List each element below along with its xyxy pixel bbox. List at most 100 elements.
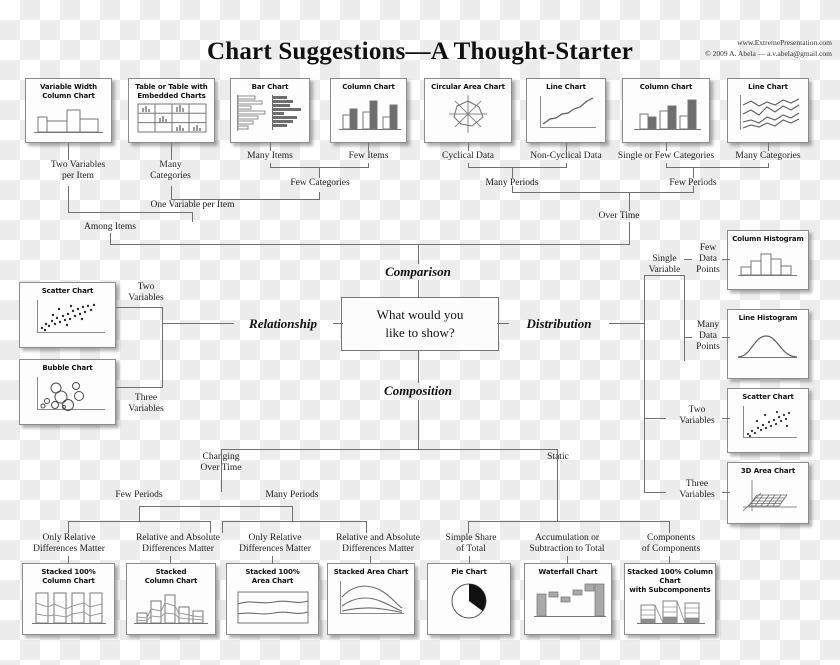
card-caption: Stacked Area Chart <box>333 568 409 576</box>
connector <box>512 167 513 178</box>
thumbnail-bar <box>231 93 309 137</box>
connector <box>171 199 320 200</box>
connector <box>292 506 293 522</box>
connector <box>684 275 685 361</box>
label-many-items: Many Items <box>247 151 293 161</box>
card-stacked-100-column-chart[interactable]: Stacked 100%Column Chart <box>22 563 115 635</box>
card-line-histogram[interactable]: Line Histogram <box>727 309 809 379</box>
connector <box>629 192 630 211</box>
card-circular-area-chart[interactable]: Circular Area Chart <box>424 78 512 143</box>
connector <box>171 186 172 200</box>
connector <box>319 167 320 178</box>
hub-question-box[interactable]: What would you like to show? <box>341 297 499 351</box>
connector <box>669 521 670 533</box>
card-column-histogram[interactable]: Column Histogram <box>727 230 809 290</box>
thumbnail-pie <box>428 578 510 626</box>
label-many-periods-bottom: Many Periods <box>265 490 319 500</box>
connector <box>512 186 513 193</box>
thumbnail-column-2 <box>623 93 709 137</box>
thumbnail-table-embedded <box>129 102 214 134</box>
connector <box>272 556 273 564</box>
connector <box>468 163 469 168</box>
connector <box>68 556 69 564</box>
connector <box>68 521 211 522</box>
connector <box>644 275 645 493</box>
card-bar-chart[interactable]: Bar Chart <box>230 78 310 143</box>
card-stacked-100-area-chart[interactable]: Stacked 100%Area Chart <box>226 563 319 635</box>
hub-text: What would you like to show? <box>377 306 464 341</box>
connector <box>270 163 271 168</box>
card-caption: Pie Chart <box>451 568 487 576</box>
connector <box>629 222 630 245</box>
connector <box>567 556 568 564</box>
label-many-periods-top: Many Periods <box>485 178 539 188</box>
card-bubble-chart[interactable]: Bubble Chart <box>19 359 116 425</box>
card-3d-area-chart[interactable]: 3D Area Chart <box>727 462 809 524</box>
card-column-chart-few-items[interactable]: Column Chart <box>330 78 407 143</box>
connector <box>609 323 645 324</box>
label-single-or-few-categories: Single or Few Categories <box>617 151 715 161</box>
connector <box>116 307 163 308</box>
label-few-periods-bottom: Few Periods <box>115 490 163 500</box>
website-text: www.ExtremePresentation.com <box>737 38 832 47</box>
connector <box>110 244 629 245</box>
label-few-items: Few Items <box>348 151 389 161</box>
connector <box>171 143 172 160</box>
connector <box>418 400 419 450</box>
card-waterfall-chart[interactable]: Waterfall Chart <box>524 563 612 635</box>
thumbnail-variable-width-column <box>26 102 111 138</box>
connector <box>139 506 293 507</box>
card-caption: Line Chart <box>748 83 788 91</box>
connector <box>270 143 271 151</box>
connector <box>370 556 371 564</box>
connector <box>644 275 685 276</box>
card-caption: 3D Area Chart <box>740 467 796 475</box>
connector <box>418 280 419 298</box>
hub-line-1: What would you <box>376 307 464 323</box>
card-caption: Bubble Chart <box>42 364 93 372</box>
thumbnail-scatter <box>20 297 115 342</box>
connector <box>468 143 469 151</box>
card-line-chart-non-cyclical[interactable]: Line Chart <box>526 78 606 143</box>
connector <box>418 244 419 264</box>
thumbnail-column-histogram <box>728 245 808 283</box>
connector <box>669 556 670 564</box>
hub-line-2: like to show? <box>385 325 455 340</box>
card-line-chart-many-categories[interactable]: Line Chart <box>727 78 809 143</box>
connector <box>68 143 69 160</box>
credit-block: www.ExtremePresentation.com © 2009 A. Ab… <box>705 37 832 60</box>
branch-label-relationship: Relationship <box>249 316 317 331</box>
connector <box>644 492 666 493</box>
card-caption: Waterfall Chart <box>538 568 598 576</box>
connector <box>319 192 320 200</box>
connector <box>222 521 367 522</box>
card-column-chart-single-few[interactable]: Column Chart <box>622 78 710 143</box>
card-stacked-area-chart[interactable]: Stacked Area Chart <box>327 563 415 635</box>
card-caption: Line Histogram <box>738 314 798 322</box>
connector <box>469 556 470 564</box>
card-scatter-chart-relationship[interactable]: Scatter Chart <box>19 282 116 348</box>
label-cyclical-data: Cyclical Data <box>442 151 494 161</box>
card-pie-chart[interactable]: Pie Chart <box>427 563 511 635</box>
card-scatter-chart-distribution[interactable]: Scatter Chart <box>727 388 809 453</box>
connector <box>468 521 669 522</box>
connector <box>557 449 558 522</box>
connector <box>468 167 567 168</box>
thumbnail-stacked-column <box>127 587 215 633</box>
connector <box>722 259 730 260</box>
